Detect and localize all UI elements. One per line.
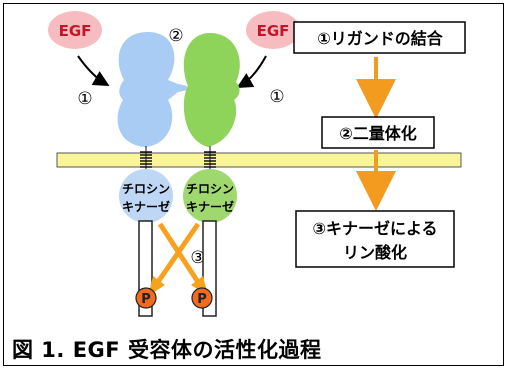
kinase-domain-left: [119, 169, 173, 223]
ligand-right: EGF: [246, 11, 300, 49]
kinase-left-line2: キナーゼ: [122, 199, 170, 214]
phosphate-right: P: [191, 287, 213, 309]
cross-arrow-left-to-right: [157, 222, 201, 284]
step-box-2: [321, 116, 435, 149]
transmembrane-coil-right: [204, 146, 216, 172]
ligand-left: EGF: [48, 11, 102, 49]
marker-one-right: ①: [269, 87, 284, 107]
transmembrane-coil-left: [140, 146, 152, 172]
cell-membrane: [56, 152, 462, 168]
figure-frame: [3, 3, 504, 366]
kinase-right-line2: キナーゼ: [186, 199, 234, 214]
phosphate-left: P: [135, 287, 157, 309]
binding-arrow-right: [236, 55, 267, 88]
ligand-left-label: EGF: [59, 22, 92, 40]
figure-caption: 図 1. EGF 受容体の活性化過程: [12, 338, 322, 362]
kinase-domain-right: [183, 169, 237, 223]
marker-three: ③: [190, 248, 205, 268]
step-3-label-line1: ③キナーゼによる: [312, 219, 437, 238]
receptor-right-extracellular: [183, 33, 240, 147]
phosphate-right-label: P: [197, 292, 207, 307]
step-3-label-line2: リン酸化: [343, 243, 407, 262]
binding-arrow-left: [77, 55, 110, 86]
step-2-label: ②二量体化: [339, 124, 417, 143]
kinase-right-line1: チロシン: [186, 182, 234, 196]
phosphate-left-label: P: [141, 292, 151, 307]
marker-two: ②: [168, 26, 183, 46]
marker-one-left: ①: [77, 89, 92, 109]
ligand-right-label: EGF: [257, 22, 290, 40]
receptor-left-extracellular: [117, 32, 189, 147]
step-1-label: ①リガンドの結合: [317, 29, 444, 48]
step-box-3: [295, 210, 455, 268]
step-box-1: [293, 21, 466, 54]
kinase-left-line1: チロシン: [122, 182, 170, 196]
